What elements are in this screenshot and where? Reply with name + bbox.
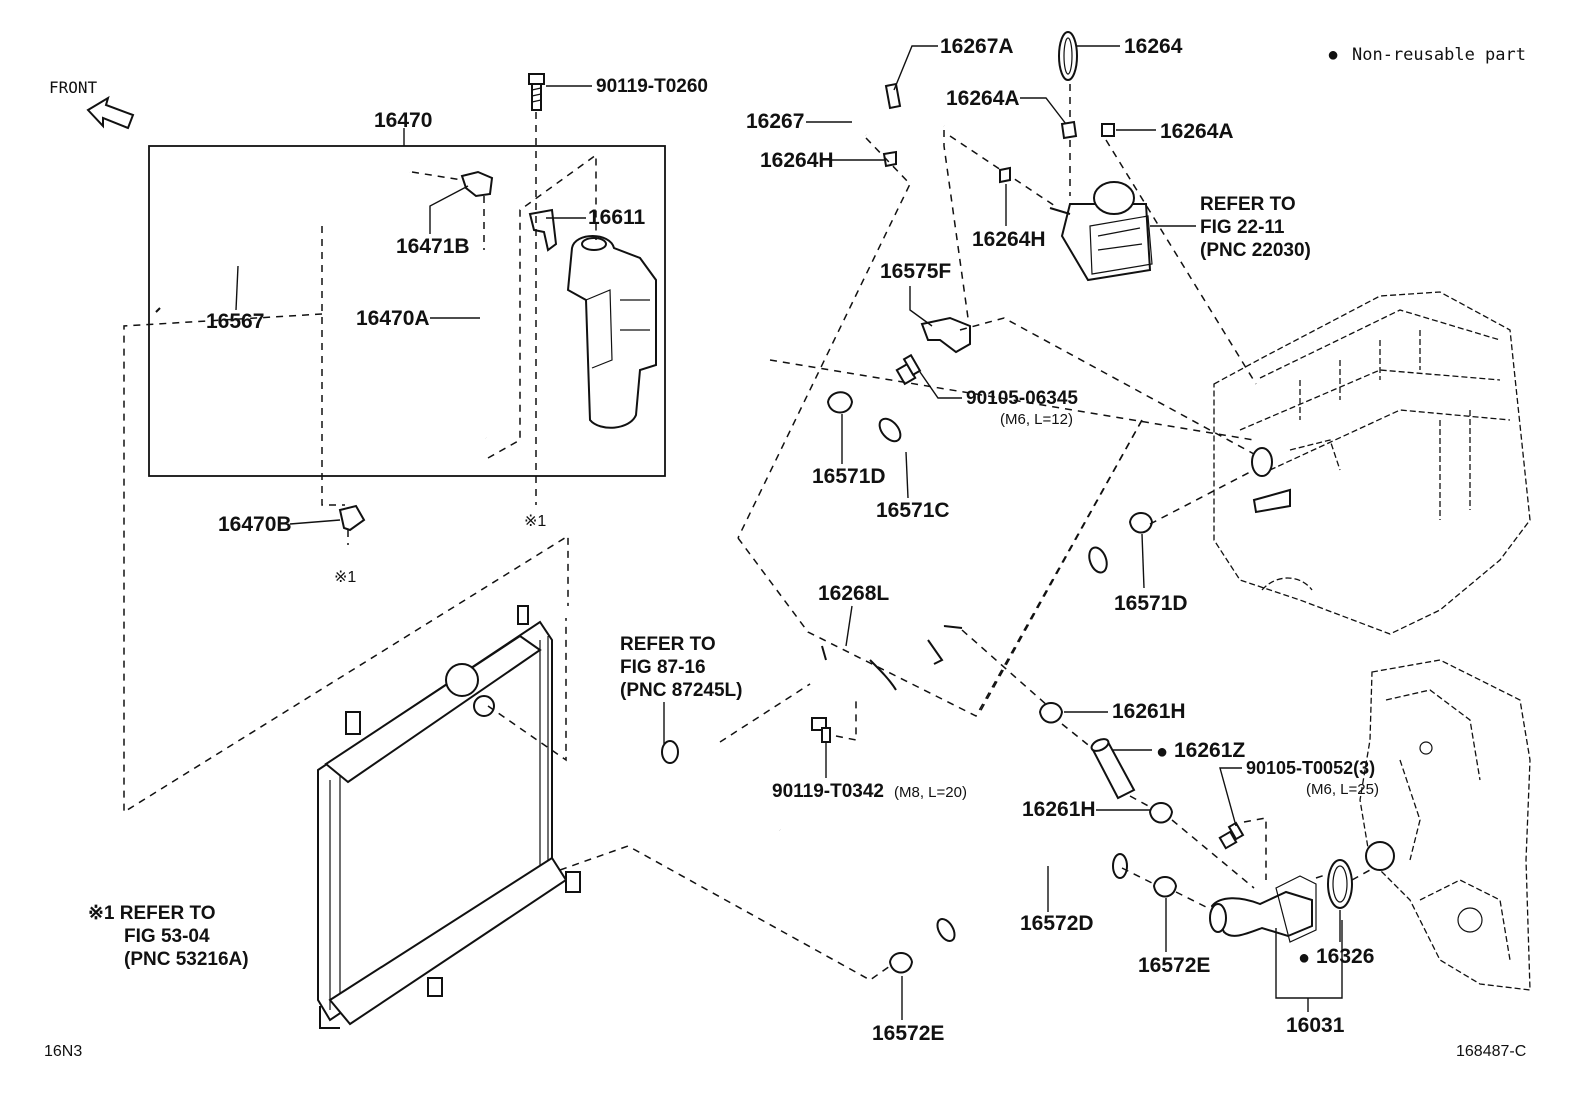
label-90105-06345-spec: (M6, L=12) xyxy=(1000,411,1073,428)
refer-fig53-line2: FIG 53-04 xyxy=(124,926,210,947)
hose-16572D-group xyxy=(559,834,1213,981)
label-90105-T0052: 90105-T0052(3) xyxy=(1246,758,1375,778)
refer-fig22-line1: REFER TO xyxy=(1200,194,1296,215)
label-16267: 16267 xyxy=(746,110,804,133)
bolt-90105-06345 xyxy=(895,353,922,386)
label-16572D: 16572D xyxy=(1020,912,1094,935)
label-16264A-right: 16264A xyxy=(1160,120,1234,143)
clip-16264A-left xyxy=(1060,120,1078,140)
legend: ● Non-reusable part xyxy=(1327,44,1526,66)
label-16471B: 16471B xyxy=(396,235,470,258)
label-16261H-top: 16261H xyxy=(1112,700,1186,723)
refer-fig87-line3: (PNC 87245L) xyxy=(620,680,743,701)
labels: 16470 16471B 16567 16470A 16611 90119-T0… xyxy=(44,35,1526,1060)
bolt-90105-T0052 xyxy=(1218,817,1267,880)
clip-16470B xyxy=(338,504,366,532)
engine-outlet-port-icon xyxy=(1251,447,1273,477)
non-reusable-bullet-16326-icon: ● xyxy=(1298,947,1310,969)
refer-fig87-line2: FIG 87-16 xyxy=(620,657,706,678)
clip-16264A-right xyxy=(1101,123,1115,137)
refer-fig22-line3: (PNC 22030) xyxy=(1200,240,1311,261)
clamp-16572E-bottom xyxy=(888,952,914,974)
refer-fig53-line3: (PNC 53216A) xyxy=(124,949,249,970)
label-16261H-bottom: 16261H xyxy=(1022,798,1096,821)
hose-16571C-group xyxy=(769,359,1255,713)
label-16261Z: 16261Z xyxy=(1174,739,1245,762)
label-90119-T0260: 90119-T0260 xyxy=(596,76,708,97)
clamp-16261H-top xyxy=(1038,702,1064,724)
clamp-16571D-left xyxy=(826,391,854,414)
radiator-cap-16264-group xyxy=(999,31,1257,385)
front-arrow-icon xyxy=(86,95,135,130)
hose-16267-group xyxy=(737,65,1059,539)
clip-16264H-right xyxy=(999,166,1011,184)
label-16571D-right: 16571D xyxy=(1114,592,1188,615)
label-16264H-right: 16264H xyxy=(972,228,1046,251)
label-16611: 16611 xyxy=(588,206,646,229)
engine-block-icon xyxy=(1213,291,1531,635)
reservoir-tank-icon xyxy=(566,235,657,429)
label-16567: 16567 xyxy=(206,310,264,333)
label-90105-T0052-spec: (M6, L=25) xyxy=(1306,781,1379,798)
label-16268L: 16268L xyxy=(818,582,889,605)
reservoir-cap-16471B xyxy=(460,170,494,198)
clamp-16264H-left xyxy=(882,150,897,168)
timing-cover-icon xyxy=(1359,659,1531,991)
water-pipe-16268L xyxy=(808,622,963,691)
ref-mark-1-right: ※1 xyxy=(524,513,546,530)
water-inlet-housing-icon xyxy=(1210,890,1313,938)
footer-left-code: 16N3 xyxy=(44,1043,82,1060)
legend-text: Non-reusable part xyxy=(1352,45,1526,65)
bolt-90119-T0342 xyxy=(811,700,857,743)
label-16571C: 16571C xyxy=(876,499,950,522)
label-16326: 16326 xyxy=(1316,945,1374,968)
bolt-90119-T0260 xyxy=(528,73,545,505)
label-16470A: 16470A xyxy=(356,307,430,330)
label-90119-T0342-spec: (M8, L=20) xyxy=(894,784,967,801)
label-16571D-left: 16571D xyxy=(812,465,886,488)
bracket-16575F xyxy=(920,316,971,354)
pressure-cap-16264-icon xyxy=(1058,31,1078,81)
clamp-16267A xyxy=(884,82,902,110)
radiator-icon xyxy=(317,605,581,1029)
front-label: FRONT xyxy=(49,78,98,97)
clamp-16261H-bottom xyxy=(1148,802,1174,824)
bracket-16611 xyxy=(528,208,558,252)
clamp-16572E-right xyxy=(1152,876,1178,898)
label-90119-T0342: 90119-T0342 xyxy=(772,781,884,802)
assembly-box xyxy=(148,145,666,477)
non-reusable-bullet-16261Z-icon: ● xyxy=(1156,741,1168,763)
overflow-hose-outer xyxy=(155,170,411,313)
label-16267A: 16267A xyxy=(940,35,1014,58)
label-16470B: 16470B xyxy=(218,513,292,536)
label-16264H-left: 16264H xyxy=(760,149,834,172)
label-16031: 16031 xyxy=(1286,1014,1345,1037)
gasket-16326-icon xyxy=(1327,859,1353,909)
label-16264: 16264 xyxy=(1124,35,1183,58)
front-indicator: FRONT xyxy=(49,78,135,130)
clamp-16571D-right xyxy=(1128,512,1154,534)
label-16470: 16470 xyxy=(374,109,432,132)
refer-fig87-line1: REFER TO xyxy=(620,634,716,655)
ref-mark-1-left: ※1 xyxy=(334,569,356,586)
non-reusable-bullet-icon: ● xyxy=(1327,44,1339,66)
footer-right-code: 168487-C xyxy=(1456,1043,1526,1060)
radiator-cap-icon xyxy=(445,663,479,697)
label-16572E-right: 16572E xyxy=(1138,954,1210,977)
water-outlet-housing-icon xyxy=(1060,203,1152,282)
refer-fig53-line1: ※1 REFER TO xyxy=(88,903,215,924)
label-16264A-left: 16264A xyxy=(946,87,1020,110)
refer-fig22-line2: FIG 22-11 xyxy=(1200,217,1285,238)
label-90105-06345: 90105-06345 xyxy=(966,388,1078,409)
label-16575F: 16575F xyxy=(880,260,951,283)
label-16572E-bottom: 16572E xyxy=(872,1022,944,1045)
reservoir-assembly-group xyxy=(148,128,666,506)
water-inlet-16031-group xyxy=(1209,859,1371,943)
